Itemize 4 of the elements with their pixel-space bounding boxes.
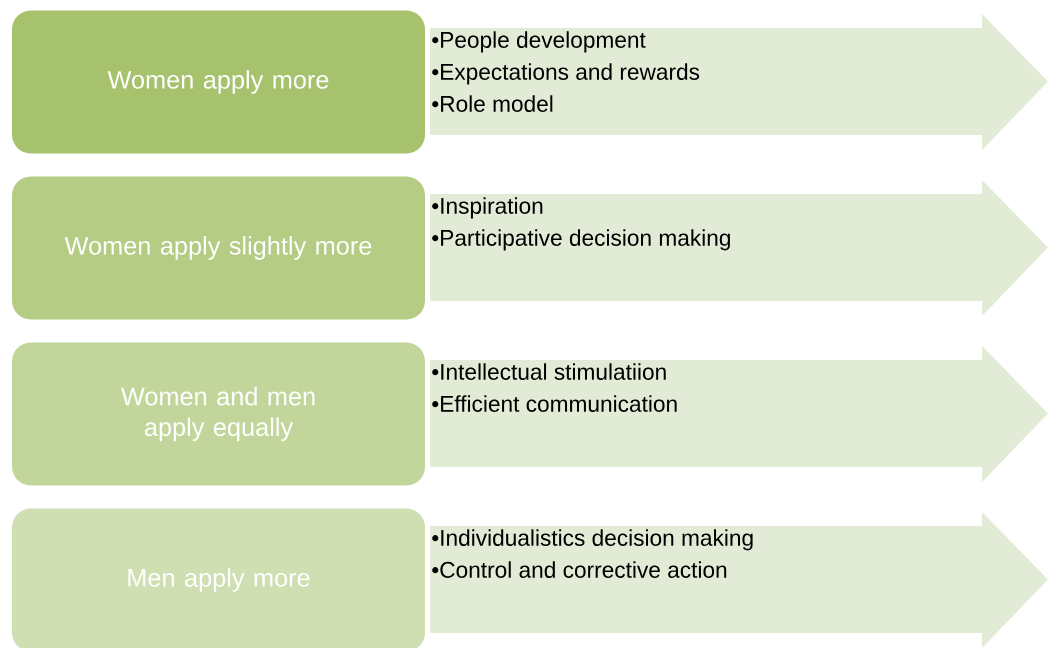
category-box: Women apply more xyxy=(12,10,425,154)
category-box: Women and men apply equally xyxy=(12,342,425,486)
category-box: Men apply more xyxy=(12,508,425,648)
category-box: Women apply slightly more xyxy=(12,176,425,320)
